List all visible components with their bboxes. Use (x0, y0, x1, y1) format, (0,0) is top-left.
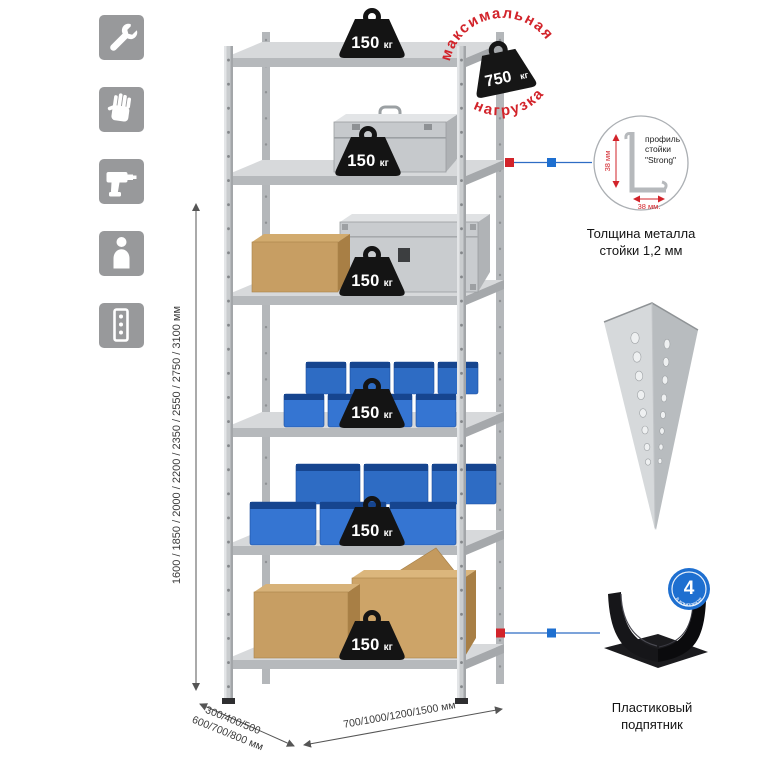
dimension-lines (192, 203, 503, 748)
height-dimensions-label: 1600 / 1850 / 2000 / 2200 / 2350 / 2550 … (171, 305, 183, 585)
glove-icon (99, 87, 144, 132)
width-dim-line (303, 706, 503, 748)
blue-marker-square (547, 628, 556, 638)
perforated-upright-icon (99, 303, 144, 348)
connector-top (505, 158, 592, 167)
profile-label-line2: стойки (645, 144, 671, 154)
red-marker-square (496, 628, 505, 638)
back-right-upright (496, 32, 504, 684)
max-load-stamp: максимальная нагрузка 750 кг (429, 0, 559, 126)
profile-caption: Толщина металла стойки 1,2 мм (586, 226, 696, 258)
blue-marker-square (547, 158, 556, 167)
profile-dim-horizontal: 38 мм. (638, 202, 661, 211)
profile-dim-vertical: 38 мм (603, 151, 612, 172)
red-marker-square (505, 158, 514, 167)
kit-count-badge: 4 в комплекте (668, 568, 710, 610)
stamp-unit: кг (519, 70, 529, 82)
wrench-icon (99, 15, 144, 60)
person-icon (99, 231, 144, 276)
kit-count-number: 4 (684, 578, 695, 599)
front-right-upright (455, 46, 468, 704)
front-left-upright (222, 46, 235, 704)
plastic-foot (604, 592, 708, 668)
stamp-weight-icon: 750 кг (476, 40, 537, 98)
drill-icon (99, 159, 144, 204)
angle-post (603, 302, 699, 530)
profile-detail: 38 мм 38 мм. профиль стойки "Strong" (593, 115, 689, 211)
profile-label-line1: профиль (645, 134, 681, 144)
foot-caption: Пластиковый подпятник (611, 700, 693, 732)
metal-case-and-box (251, 214, 490, 293)
back-left-upright (262, 32, 270, 684)
stamp-value: 750 (483, 68, 513, 90)
depth-dim-line (199, 703, 295, 747)
profile-label-line3: "Strong" (645, 155, 676, 165)
connector-bottom (496, 628, 600, 638)
